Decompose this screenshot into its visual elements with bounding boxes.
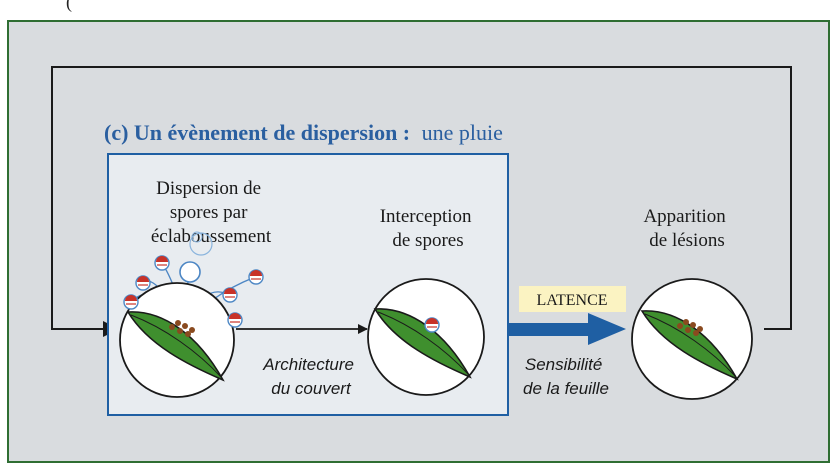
stage-lesions-line-2: de lésions <box>649 230 724 251</box>
raindrop <box>179 261 201 283</box>
section-title-prefix: (c) Un évènement de dispersion : <box>104 120 410 145</box>
latency-arrow <box>508 313 626 345</box>
stage-dispersion-circle <box>119 282 235 398</box>
architecture-line-2: du couvert <box>271 379 352 398</box>
lesion-spots <box>169 320 195 337</box>
stage-lesions-line-1: Apparition <box>643 206 726 227</box>
sensibilite-line-1: Sensibilité <box>525 355 603 374</box>
stage-dispersion-line-2: spores par <box>170 202 248 223</box>
sensibilite-label: Sensibilité de la feuille <box>523 355 609 398</box>
stage-dispersion-label: Dispersion de spores par éclaboussement <box>151 178 272 247</box>
stage-interception-line-2: de spores <box>392 230 463 251</box>
splash-ring <box>189 232 213 256</box>
stage-lesions-label: Apparition de lésions <box>643 206 730 251</box>
stage-dispersion-line-3: éclaboussement <box>151 226 272 247</box>
sensibilite-line-2: de la feuille <box>523 379 609 398</box>
lesion-spots <box>677 319 703 336</box>
stage-interception-circle <box>367 278 485 396</box>
stage-interception-line-1: Interception <box>380 206 472 227</box>
feedback-loop-line <box>51 66 792 337</box>
stage-lesions-circle <box>631 278 753 400</box>
header-fragment: ( <box>66 0 72 13</box>
stage-dispersion-line-1: Dispersion de <box>156 178 261 199</box>
section-title-suffix: une pluie <box>422 120 503 145</box>
architecture-line-1: Architecture <box>262 355 354 374</box>
architecture-label: Architecture du couvert <box>262 355 358 398</box>
splash-ring-small <box>191 231 203 243</box>
latency-box <box>519 286 626 312</box>
latency-label: LATENCE <box>536 292 607 309</box>
stage-interception-label: Interception de spores <box>380 206 477 251</box>
section-title: (c) Un évènement de dispersion : une plu… <box>104 120 503 145</box>
